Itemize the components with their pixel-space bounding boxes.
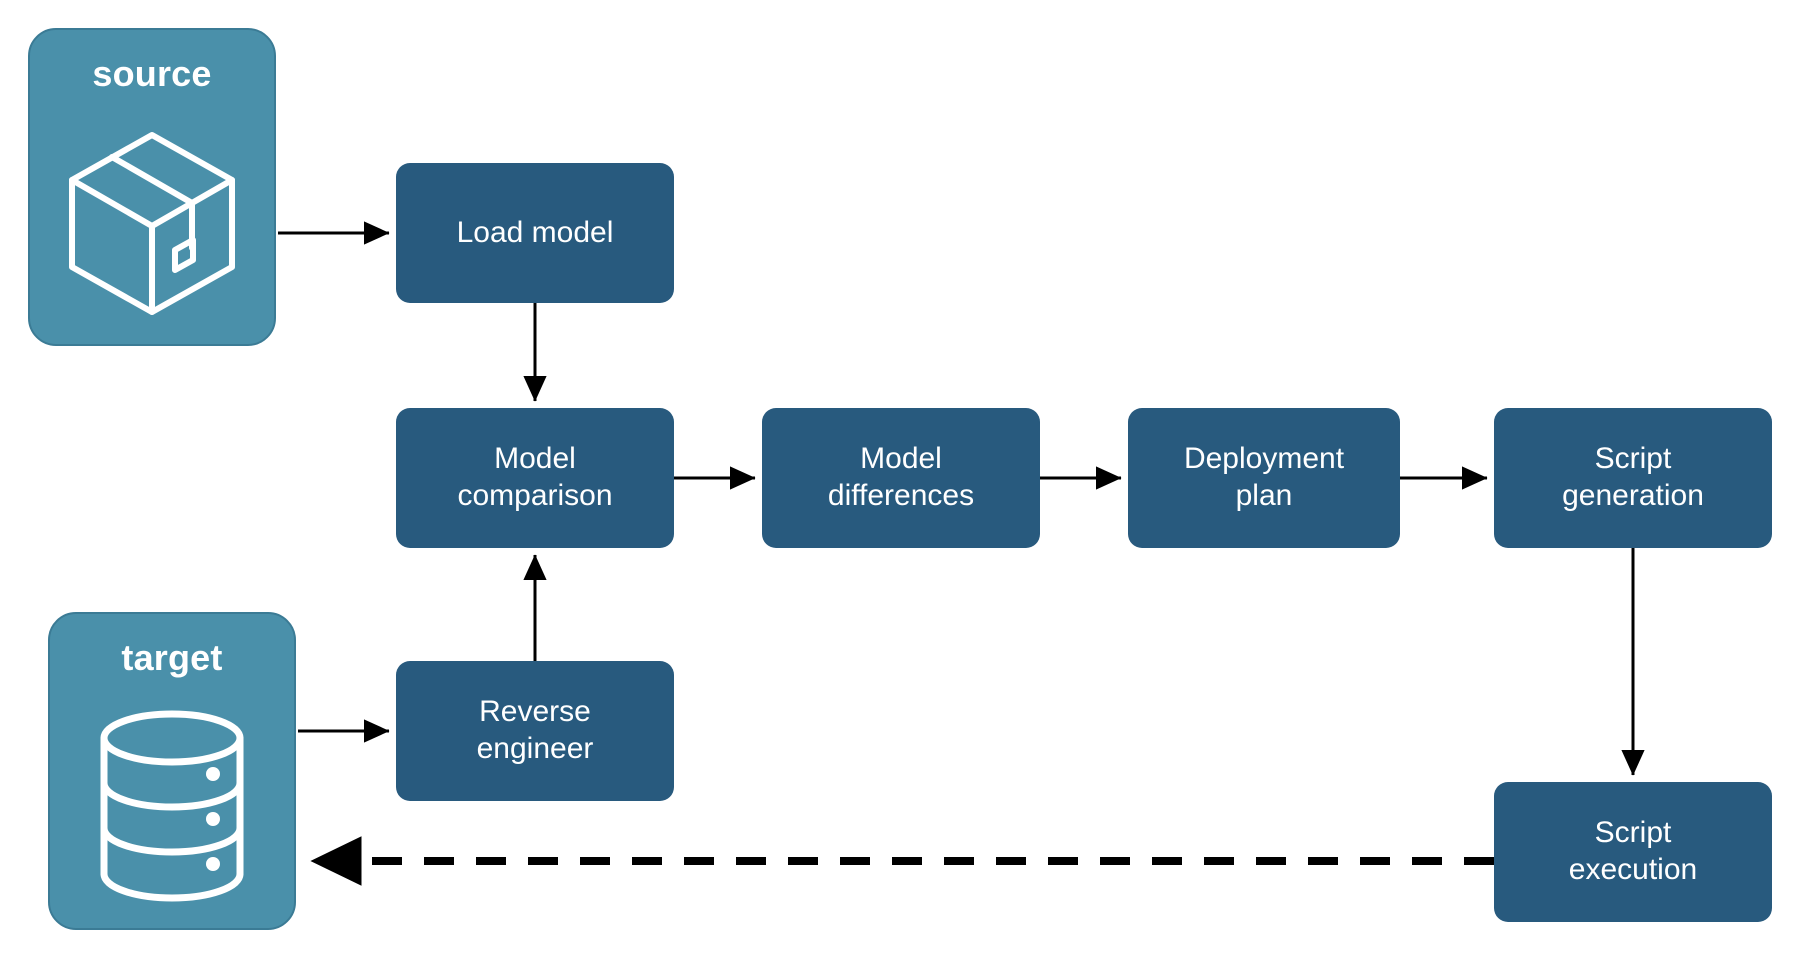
process-reverse-engineer[interactable]: Reverse engineer bbox=[396, 661, 674, 801]
endpoint-target-label: target bbox=[121, 637, 223, 678]
package-box-icon bbox=[63, 100, 241, 344]
database-cylinder-icon bbox=[92, 684, 252, 928]
process-model-comparison[interactable]: Model comparison bbox=[396, 408, 674, 548]
endpoint-source-label: source bbox=[92, 53, 212, 94]
process-model-differences[interactable]: Model differences bbox=[762, 408, 1040, 548]
endpoint-source[interactable]: source bbox=[28, 28, 276, 346]
process-deployment-plan[interactable]: Deployment plan bbox=[1128, 408, 1400, 548]
process-load-model[interactable]: Load model bbox=[396, 163, 674, 303]
process-script-generation[interactable]: Script generation bbox=[1494, 408, 1772, 548]
endpoint-target[interactable]: target bbox=[48, 612, 296, 930]
process-script-execution[interactable]: Script execution bbox=[1494, 782, 1772, 922]
